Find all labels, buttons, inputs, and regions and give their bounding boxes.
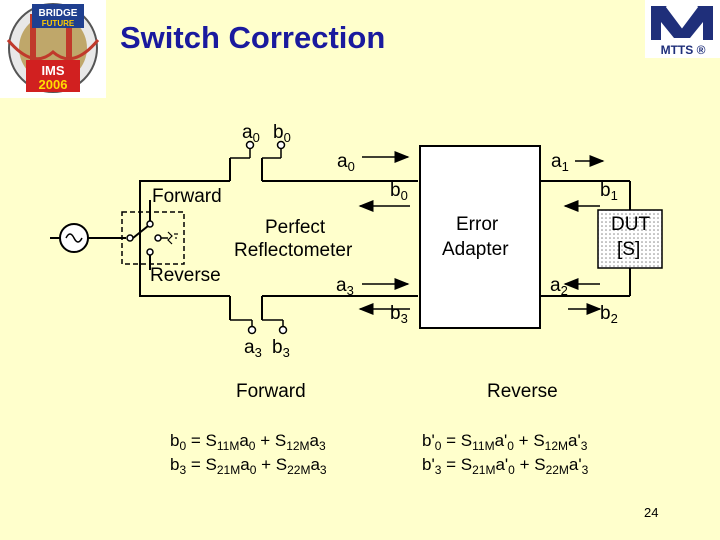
forward-equation-1: b0 = S11Ma0 + S12Ma3: [170, 432, 326, 452]
equation-subscript: 12M: [544, 439, 569, 453]
equation-term: a': [568, 455, 582, 474]
equation-subscript: 21M: [216, 463, 241, 477]
wave-label-a3-bottom: a3: [244, 337, 262, 360]
dut-label-line2: [S]: [617, 239, 641, 260]
equation-subscript: 3: [319, 439, 326, 453]
equation-subscript: 3: [580, 439, 588, 453]
equation-term: + S: [513, 431, 545, 450]
forward-equation-2: b3 = S21Ma0 + S22Ma3: [170, 456, 327, 476]
svg-text:BRIDGE: BRIDGE: [39, 8, 78, 19]
reverse-equation-2: b'3 = S21Ma'0 + S22Ma'3: [422, 456, 588, 476]
forward-heading: Forward: [236, 381, 306, 402]
equation-subscript: 0: [434, 439, 442, 453]
equation-subscript: 0: [179, 439, 187, 453]
wave-label-b0: b0: [390, 180, 408, 203]
equation-term: = S: [441, 455, 473, 474]
equation-subscript: 0: [248, 439, 256, 453]
svg-text:MTTS ®: MTTS ®: [661, 43, 706, 57]
equation-term: + S: [255, 431, 287, 450]
wave-label-a2: a2: [550, 275, 568, 298]
page-number: 24: [644, 505, 659, 520]
equation-term: + S: [256, 455, 288, 474]
equation-subscript: 3: [179, 463, 187, 477]
equation-term: = S: [186, 455, 217, 474]
equation-term: a': [495, 455, 509, 474]
slide-title: Switch Correction: [120, 20, 386, 55]
equation-term: b': [422, 431, 435, 450]
error-adapter-box: [419, 145, 541, 329]
equation-subscript: 3: [319, 463, 327, 477]
equation-term: b: [170, 431, 180, 450]
error-adapter-label-line1: Error: [456, 214, 499, 235]
svg-text:2006: 2006: [39, 77, 68, 92]
svg-text:IMS: IMS: [41, 63, 64, 78]
equation-term: b': [422, 455, 435, 474]
wave-label-a0: a0: [337, 151, 355, 174]
reflectometer-outline: [139, 158, 418, 320]
error-adapter-label-line2: Adapter: [442, 239, 509, 260]
wave-label-a0-top: a0: [242, 122, 260, 145]
reverse-equation-1: b'0 = S11Ma'0 + S12Ma'3: [422, 432, 587, 452]
equation-subscript: 22M: [545, 463, 569, 477]
dut-label-line1: DUT: [611, 214, 651, 235]
equation-subscript: 21M: [472, 463, 496, 477]
equation-term: a': [494, 431, 508, 450]
equation-term: b: [170, 455, 180, 474]
wave-label-a1: a1: [551, 151, 569, 174]
equation-term: a': [568, 431, 581, 450]
reverse-heading: Reverse: [487, 381, 558, 402]
equation-subscript: 12M: [286, 439, 310, 453]
forward-label: Forward: [152, 186, 222, 207]
wave-label-b3-bottom: b3: [272, 337, 290, 360]
reflectometer-label-line1: Perfect: [265, 217, 326, 238]
svg-text:FUTURE: FUTURE: [42, 19, 75, 28]
mtts-logo: MTTS ®: [645, 0, 720, 58]
equation-subscript: 11M: [216, 439, 240, 453]
equation-term: = S: [186, 431, 217, 450]
equation-subscript: 0: [508, 463, 515, 477]
wave-label-b2: b2: [600, 303, 618, 326]
equation-subscript: 3: [434, 463, 442, 477]
bridge-to-the-future-logo: BRIDGE FUTURE IMS 2006: [0, 0, 106, 98]
wave-label-b3: b3: [390, 303, 408, 326]
equation-term: a: [240, 455, 250, 474]
reverse-label: Reverse: [150, 265, 221, 286]
switch-box: [121, 211, 185, 265]
equation-subscript: 0: [249, 463, 257, 477]
equation-term: a: [310, 455, 320, 474]
equation-subscript: 22M: [287, 463, 311, 477]
equation-subscript: 3: [581, 463, 589, 477]
equation-term: = S: [441, 431, 473, 450]
equation-term: + S: [514, 455, 546, 474]
equation-subscript: 11M: [472, 439, 495, 453]
equation-subscript: 0: [507, 439, 514, 453]
equation-term: a: [239, 431, 249, 450]
equation-term: a: [309, 431, 320, 450]
wave-label-b1: b1: [600, 180, 618, 203]
wave-label-a3: a3: [336, 275, 354, 298]
wave-label-b0-top: b0: [273, 122, 291, 145]
reflectometer-label-line2: Reflectometer: [234, 240, 353, 261]
